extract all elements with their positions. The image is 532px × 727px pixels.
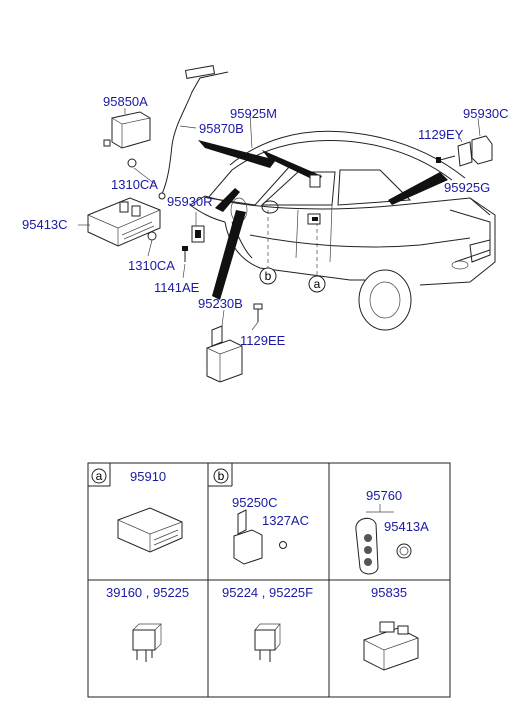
relay-95250C	[233, 509, 263, 565]
label-1310CA-bottom: 1310CA	[128, 258, 175, 273]
label-95925G: 95925G	[444, 180, 490, 195]
part-95930C-sensor	[471, 135, 493, 165]
part-95835-label: 95835	[371, 585, 407, 600]
bracket-95925G	[457, 141, 473, 167]
part-95850A-module	[103, 111, 151, 149]
part-95910-label: 95910	[130, 469, 166, 484]
label-leaders	[78, 108, 481, 331]
label-95930C: 95930C	[463, 106, 509, 121]
ref-marker-a: a	[308, 275, 326, 293]
part-95413C-receiver	[87, 197, 161, 247]
ref-marker-b: b	[259, 267, 277, 285]
part-39160-95225-label: 39160 , 95225	[106, 585, 189, 600]
antenna-cable-95870B	[158, 65, 229, 200]
parts-table	[87, 462, 451, 698]
part-1327AC-label: 1327AC	[262, 513, 309, 528]
bolt-1129EE	[253, 303, 263, 322]
label-95413C: 95413C	[22, 217, 68, 232]
part-95224-95225F-label: 95224 , 95225F	[222, 585, 313, 600]
label-1129EE: 1129EE	[240, 333, 286, 348]
part-95250C-label: 95250C	[232, 495, 278, 510]
car-mounted-parts	[307, 174, 321, 225]
table-cell-smart-key: 95760 95413A	[355, 488, 429, 575]
part-95413A-label: 95413A	[384, 519, 429, 534]
label-95870B: 95870B	[199, 121, 244, 136]
airbag-control-module-95910	[117, 507, 183, 553]
leader-wedges	[198, 140, 448, 300]
relay-95224	[254, 623, 281, 662]
svg-text:b: b	[265, 269, 272, 283]
svg-text:a: a	[96, 469, 103, 483]
nut-1327AC	[279, 541, 287, 549]
svg-text:a: a	[314, 277, 321, 291]
table-cell-a: a 95910	[88, 463, 183, 553]
nut-1310CA-top	[127, 158, 137, 168]
label-95850A: 95850A	[103, 94, 148, 109]
label-1141AE: 1141AE	[154, 280, 200, 295]
bolt-1129EY	[436, 155, 456, 163]
label-1310CA-top: 1310CA	[111, 177, 158, 192]
smart-key-fob-95760	[355, 517, 379, 575]
part-95930R-sensor	[191, 225, 205, 243]
relay-39160	[132, 623, 162, 662]
part-95760-label: 95760	[366, 488, 402, 503]
label-1129EY: 1129EY	[418, 127, 464, 142]
label-95230B: 95230B	[198, 296, 243, 311]
block-95835	[363, 621, 419, 671]
part-95230B-relay	[206, 325, 243, 383]
nut-1310CA-bottom	[147, 231, 157, 241]
label-95930R: 95930R	[167, 194, 213, 209]
battery-cell-95413A	[396, 543, 412, 559]
table-cell-b: b 95250C 1327AC	[208, 463, 309, 565]
svg-text:b: b	[218, 469, 225, 483]
bolt-1141AE	[182, 246, 188, 262]
label-95925M: 95925M	[230, 106, 277, 121]
